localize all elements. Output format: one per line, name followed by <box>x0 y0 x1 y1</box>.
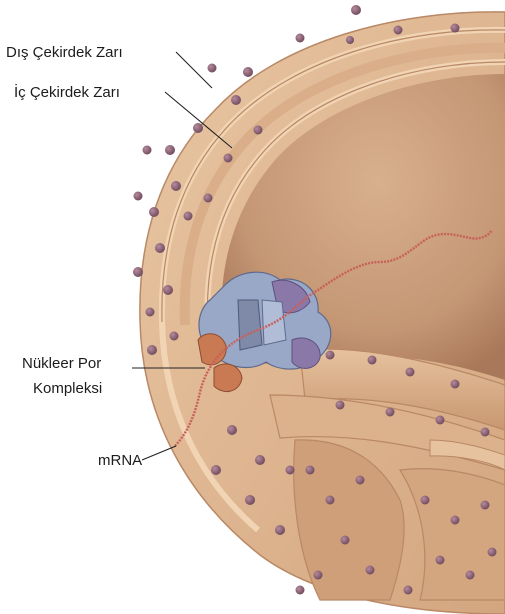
pore-label-line2: Kompleksi <box>33 380 102 397</box>
mrna-leader <box>142 446 176 460</box>
mrna-label: mRNA <box>98 452 142 469</box>
outer-membrane-label: Dış Çekirdek Zarı <box>6 44 123 61</box>
outer-membrane-leader <box>176 52 212 88</box>
inner-membrane-label: İç Çekirdek Zarı <box>14 83 120 101</box>
pore-label-line1: Nükleer Por <box>22 355 101 372</box>
